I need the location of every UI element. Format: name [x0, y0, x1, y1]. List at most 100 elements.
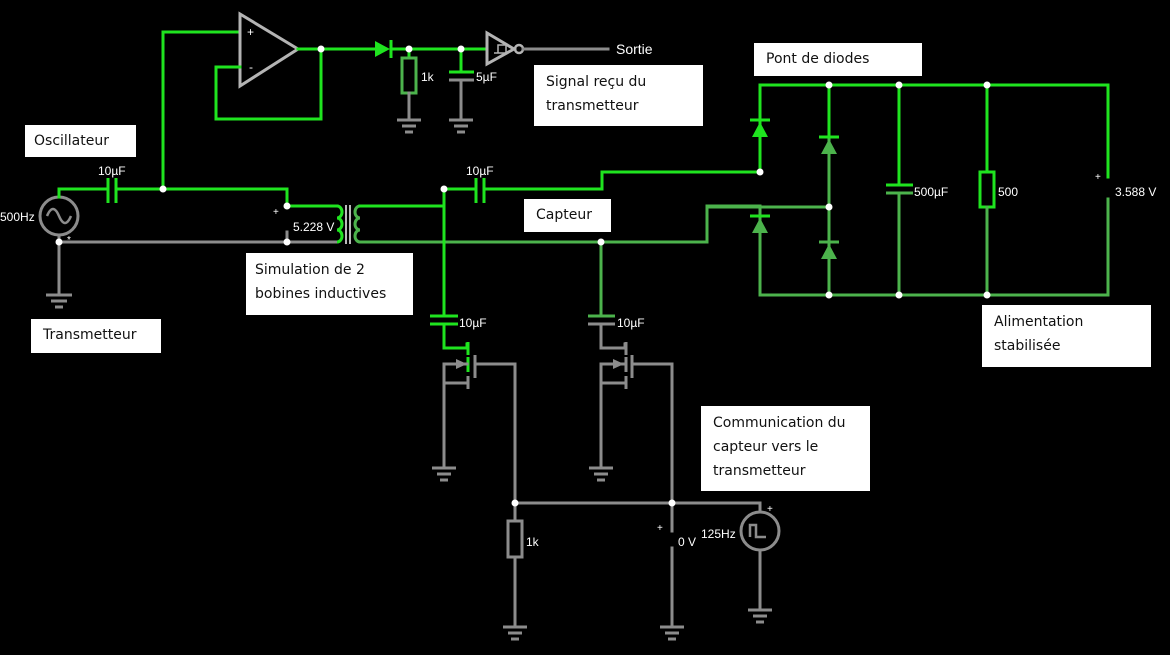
- cap-osc-label: 10µF: [98, 164, 126, 178]
- annotation-comm-line1: Communication du: [713, 415, 846, 431]
- ac-source-500hz[interactable]: [38, 195, 80, 237]
- wire-bridge-bottom-rail: [758, 197, 1110, 297]
- opamp-triangle: [238, 11, 301, 89]
- hysteresis-icon: [494, 44, 507, 54]
- ground-symbol: [46, 293, 72, 309]
- diode-output[interactable]: [375, 40, 393, 58]
- node: [597, 238, 605, 246]
- voltmeter-plus: +: [657, 523, 663, 534]
- opamp[interactable]: [238, 11, 301, 89]
- wire-mos1-drain: [473, 362, 517, 505]
- node: [756, 168, 764, 176]
- annotation-communication: Communication du capteur vers le transme…: [701, 406, 870, 491]
- annotation-pont-text: Pont de diodes: [766, 51, 870, 67]
- bottom-voltage-label: 0 V: [678, 535, 696, 549]
- node: [825, 291, 833, 299]
- ground-symbol: [589, 466, 613, 482]
- dc-voltage-label: 3.588 V: [1115, 185, 1156, 199]
- bridge-diode-4[interactable]: [819, 240, 839, 259]
- opamp-plus-label: +: [247, 25, 254, 39]
- junction-nodes: [55, 45, 991, 507]
- annotation-capteur: Capteur: [524, 199, 611, 232]
- node: [283, 238, 291, 246]
- bridge-diode-1[interactable]: [750, 118, 770, 137]
- annotation-alim-line2: stabilisée: [994, 338, 1061, 354]
- output-label: Sortie: [616, 41, 653, 57]
- wire-opamp-feedback: [214, 47, 323, 121]
- ground-symbol: [449, 118, 473, 134]
- bridge-diode-2[interactable]: [750, 214, 770, 233]
- resistor-bottom-1k[interactable]: [506, 519, 524, 559]
- node: [825, 203, 833, 211]
- ground-symbol: [660, 625, 684, 641]
- capacitor-osc[interactable]: [106, 178, 118, 203]
- node: [405, 45, 413, 53]
- resistor-500[interactable]: [978, 170, 996, 209]
- node: [440, 185, 448, 193]
- wire-bridge-top-rail: [758, 83, 1110, 179]
- square-source-125hz[interactable]: [739, 510, 781, 552]
- square-source-frequency-label: 125Hz: [701, 527, 736, 541]
- node: [668, 499, 676, 507]
- transformer[interactable]: [336, 204, 361, 244]
- wire-mos2-drain: [630, 362, 674, 505]
- node: [983, 81, 991, 89]
- transformer-voltage-label: 5.228 V: [293, 220, 334, 234]
- wire-mos1-source: [442, 362, 469, 470]
- ground-symbol: [503, 625, 527, 641]
- capacitor-sensor[interactable]: [474, 178, 486, 203]
- node: [825, 81, 833, 89]
- opamp-minus-label: -: [249, 60, 253, 74]
- resistor-out-1k[interactable]: [400, 56, 418, 95]
- wire-osc-return: [57, 230, 289, 244]
- node: [55, 238, 63, 246]
- node: [159, 185, 167, 193]
- node: [511, 499, 519, 507]
- wire-mos2-source: [599, 362, 627, 470]
- annotation-capteur-text: Capteur: [536, 207, 592, 223]
- sine-wave-icon: [45, 207, 73, 225]
- schmitt-inverter[interactable]: [485, 30, 525, 67]
- bridge-diode-3[interactable]: [819, 135, 839, 154]
- annotation-simulation-line2: bobines inductives: [255, 286, 387, 302]
- node: [895, 291, 903, 299]
- wire-osc-to-transformer: [115, 187, 289, 208]
- square-wave-icon: [748, 523, 766, 539]
- dc-voltmeter-plus: +: [1095, 172, 1101, 183]
- resistor-bridge-label: 500: [998, 185, 1018, 199]
- ground-symbol: [397, 118, 421, 134]
- wire-bottom-rail: [513, 501, 762, 514]
- annotation-oscillateur: Oscillateur: [25, 125, 136, 157]
- cap-sensor-label: 10µF: [466, 164, 494, 178]
- wire-sensor-to-bridge: [483, 170, 762, 191]
- annotation-transmetteur-text: Transmetteur: [43, 327, 137, 343]
- annotation-simulation: Simulation de 2 bobines inductives: [246, 253, 413, 315]
- resistor-bottom-label: 1k: [526, 535, 540, 549]
- square-source-circle: [739, 510, 781, 552]
- node: [895, 81, 903, 89]
- node: [983, 291, 991, 299]
- annotation-simulation-line1: Simulation de 2: [255, 262, 365, 278]
- annotation-signal-line1: Signal reçu du: [546, 74, 647, 90]
- ac-source-frequency-label: 500Hz: [0, 210, 35, 224]
- resistor-out-label: 1k: [421, 70, 435, 84]
- wire-osc-top: [57, 187, 109, 199]
- cap-mos1-label: 10µF: [459, 316, 487, 330]
- cap-mos2-label: 10µF: [617, 316, 645, 330]
- secondary-coil: [353, 204, 361, 244]
- node: [457, 45, 465, 53]
- annotation-alim-line1: Alimentation: [994, 314, 1084, 330]
- primary-coil: [336, 204, 344, 244]
- annotation-comm-line3: transmetteur: [713, 463, 806, 479]
- annotation-transmetteur: Transmetteur: [31, 319, 161, 353]
- annotation-oscillateur-text: Oscillateur: [34, 133, 109, 149]
- annotation-signal: Signal reçu du transmetteur: [534, 65, 703, 126]
- cap-out-label: 5µF: [476, 70, 497, 84]
- node: [317, 45, 325, 53]
- cap-bridge-label: 500µF: [914, 185, 948, 199]
- wire-to-opamp-plus: [161, 30, 242, 191]
- annotation-pont: Pont de diodes: [754, 43, 922, 76]
- annotation-comm-line2: capteur vers le: [713, 439, 819, 455]
